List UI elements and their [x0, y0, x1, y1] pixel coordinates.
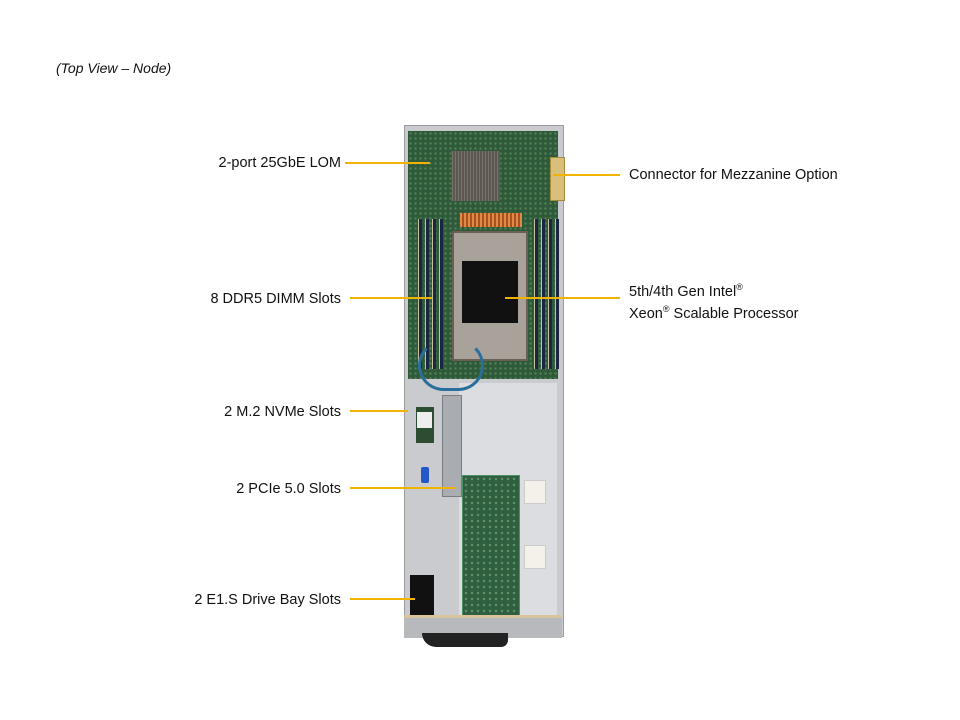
leader-line-lom: [345, 162, 430, 164]
riser: [442, 395, 462, 497]
dimm-slot: [432, 219, 436, 369]
label-lom: 2-port 25GbE LOM: [218, 155, 342, 171]
dimm-slot: [439, 219, 443, 369]
label-mezzanine: Connector for Mezzanine Option: [629, 167, 838, 183]
m2-label-sticker: [417, 412, 432, 428]
vrm: [460, 213, 522, 227]
dimm-slot: [425, 219, 429, 369]
cpu-line2b: Scalable Processor: [669, 305, 799, 322]
cpu-cover: [462, 261, 518, 323]
label-e1s: 2 E1.S Drive Bay Slots: [194, 592, 341, 608]
server-node-photo: [404, 125, 565, 647]
mezzanine-connector: [550, 157, 565, 201]
registered-mark: ®: [736, 282, 743, 292]
cable: [418, 340, 484, 391]
registered-mark: ®: [662, 303, 670, 314]
dimm-slot: [534, 219, 538, 369]
cpu-line1: 5th/4th Gen Intel: [629, 283, 737, 300]
leader-line-mezzanine: [553, 174, 620, 176]
label-m2: 2 M.2 NVMe Slots: [224, 404, 341, 420]
leader-line-m2: [350, 410, 408, 412]
lom-heatsink: [452, 151, 500, 201]
label-cpu: 5th/4th Gen Intel® Xeon® Scalable Proces…: [629, 279, 798, 323]
label-pcie: 2 PCIe 5.0 Slots: [236, 481, 341, 497]
leader-line-pcie: [350, 487, 455, 489]
label-dimm: 8 DDR5 DIMM Slots: [210, 291, 341, 307]
front-panel: [404, 615, 562, 638]
dimm-slot: [555, 219, 559, 369]
retention-clip: [524, 480, 546, 504]
cpu-line2a: Xeon: [629, 305, 663, 322]
motherboard: [408, 131, 565, 379]
pcie-card: [462, 475, 520, 617]
dimm-slot: [541, 219, 545, 369]
leader-line-e1s: [350, 598, 415, 600]
leader-line-cpu: [505, 297, 620, 299]
retention-clip: [524, 545, 546, 569]
dimm-slot: [548, 219, 552, 369]
dimm-slot: [418, 219, 422, 369]
blue-latch: [421, 467, 429, 483]
handle: [422, 633, 508, 647]
leader-line-dimm: [350, 297, 432, 299]
cpu-socket: [452, 231, 528, 361]
view-caption: (Top View – Node): [56, 60, 172, 76]
